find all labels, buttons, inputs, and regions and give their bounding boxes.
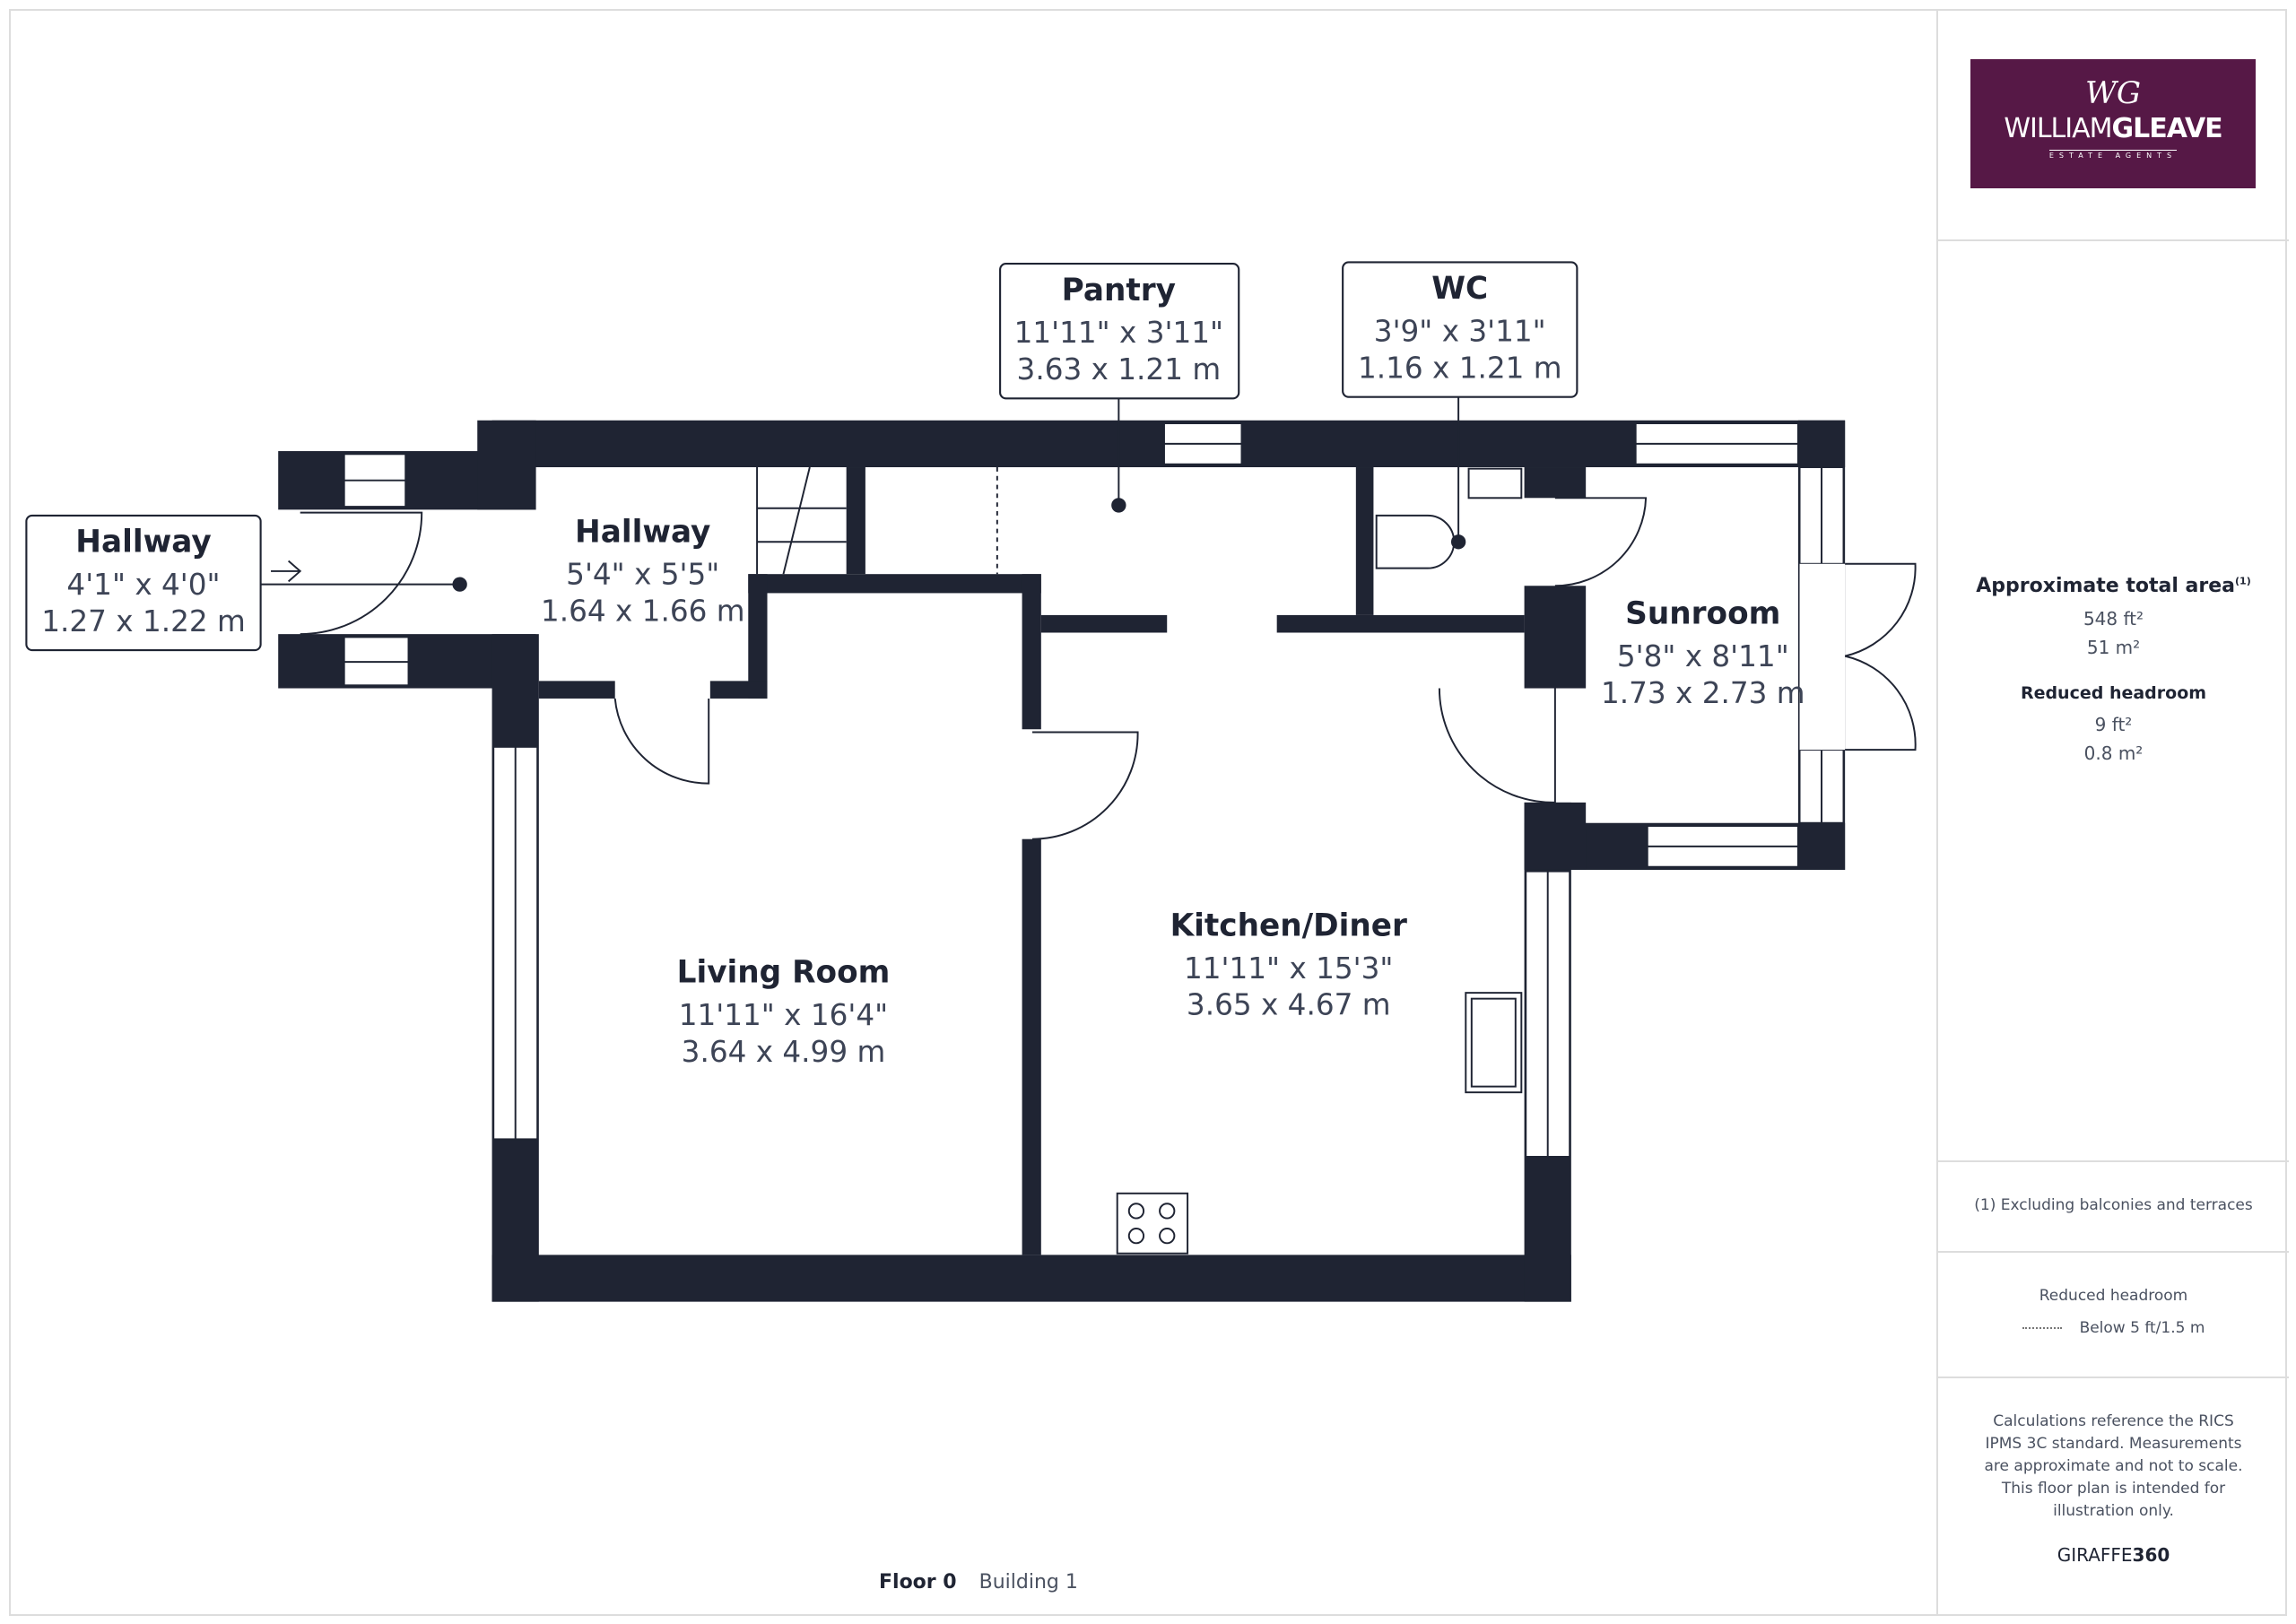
room-dims-imperial: 4'1" x 4'0" [66, 568, 220, 602]
room-dims-metric: 1.64 x 1.66 m [541, 594, 745, 628]
footnote-section: (1) Excluding balconies and terraces [1938, 1162, 2289, 1253]
room-dims-imperial: 5'4" x 5'5" [566, 558, 719, 592]
logo-monogram: WG [2084, 75, 2142, 111]
logo-tagline: ESTATE AGENTS [2048, 150, 2178, 160]
legend-section: Reduced headroom Below 5 ft/1.5 m [1938, 1253, 2289, 1378]
hob-icon [1116, 1192, 1189, 1255]
room-dims-imperial: 5'8" x 8'11" [1617, 639, 1789, 673]
room-pantry: Pantry 11'11" x 3'11" 3.63 x 1.21 m [999, 263, 1240, 400]
room-name: Hallway [575, 514, 710, 550]
floor-label: Floor 0 [879, 1571, 957, 1594]
basin-icon [1467, 467, 1523, 499]
legend-item: Below 5 ft/1.5 m [2079, 1319, 2205, 1337]
room-dims-imperial: 3'9" x 3'11" [1374, 315, 1546, 349]
room-name: Hallway [75, 525, 211, 560]
legend-title: Reduced headroom [2039, 1287, 2188, 1305]
room-dims-imperial: 11'11" x 15'3" [1184, 951, 1393, 986]
room-name: Sunroom [1625, 596, 1780, 632]
room-name: Pantry [1062, 273, 1176, 308]
room-dims-metric: 3.64 x 4.99 m [682, 1035, 886, 1069]
logo-name-light: WILLIAM [2004, 113, 2112, 144]
building-label: Building 1 [978, 1571, 1078, 1594]
room-name: Living Room [677, 955, 891, 991]
giraffe360-brand: GIRAFFE360 [1938, 1544, 2289, 1566]
logo-name-bold: GLEAVE [2111, 113, 2223, 144]
total-area-m: 51 m² [2086, 637, 2141, 658]
brand-bold: 360 [2132, 1544, 2170, 1566]
reduced-area-m: 0.8 m² [2083, 743, 2144, 764]
room-name: WC [1431, 271, 1488, 307]
company-logo: WG WILLIAMGLEAVE ESTATE AGENTS [1970, 59, 2256, 188]
reduced-headroom-title: Reduced headroom [2020, 683, 2207, 703]
room-wc: WC 3'9" x 3'11" 1.16 x 1.21 m [1342, 261, 1578, 398]
info-panel: WG WILLIAMGLEAVE ESTATE AGENTS Approxima… [1936, 9, 2289, 1616]
room-sunroom: Sunroom 5'8" x 8'11" 1.73 x 2.73 m [1601, 596, 1805, 710]
room-dims-metric: 1.73 x 2.73 m [1601, 676, 1805, 710]
total-area-title: Approximate total area [1976, 575, 2236, 597]
room-dims-metric: 3.63 x 1.21 m [1017, 352, 1222, 386]
room-hallway-entry: Hallway 4'1" x 4'0" 1.27 x 1.22 m [25, 514, 262, 652]
footnote-text: (1) Excluding balconies and terraces [1974, 1196, 2253, 1214]
dotted-line-icon [2022, 1327, 2062, 1329]
label-leaders [260, 396, 1466, 592]
disclaimer-text: Calculations reference the RICS IPMS 3C … [1984, 1412, 2243, 1520]
sink-icon [1465, 992, 1523, 1094]
logo-section: WG WILLIAMGLEAVE ESTATE AGENTS [1938, 9, 2289, 241]
page-frame [9, 9, 2287, 1616]
reduced-area-ft: 9 ft² [2094, 714, 2133, 735]
room-dims-imperial: 11'11" x 3'11" [1014, 316, 1223, 350]
room-dims-metric: 1.16 x 1.21 m [1358, 351, 1562, 385]
toilet-icon [1375, 514, 1456, 569]
floor-footer: Floor 0 Building 1 [879, 1571, 1078, 1594]
total-area-ft: 548 ft² [2083, 608, 2144, 630]
entrance-arrow-icon [271, 560, 302, 583]
room-hallway: Hallway 5'4" x 5'5" 1.64 x 1.66 m [541, 514, 745, 628]
footnote-ref: (1) [2235, 575, 2251, 587]
walls [278, 420, 1846, 1302]
room-dims-imperial: 11'11" x 16'4" [679, 998, 888, 1032]
room-name: Kitchen/Diner [1170, 908, 1407, 943]
fixtures [1116, 467, 1523, 1255]
room-living: Living Room 11'11" x 16'4" 3.64 x 4.99 m [677, 955, 891, 1069]
room-kitchen: Kitchen/Diner 11'11" x 15'3" 3.65 x 4.67… [1170, 908, 1407, 1021]
doors [271, 466, 1917, 840]
room-dims-metric: 3.65 x 4.67 m [1187, 988, 1391, 1022]
disclaimer-section: Calculations reference the RICS IPMS 3C … [1938, 1378, 2289, 1616]
brand-light: GIRAFFE [2057, 1544, 2133, 1566]
area-section: Approximate total area(1) 548 ft² 51 m² … [1938, 241, 2289, 1162]
room-dims-metric: 1.27 x 1.22 m [41, 604, 246, 638]
